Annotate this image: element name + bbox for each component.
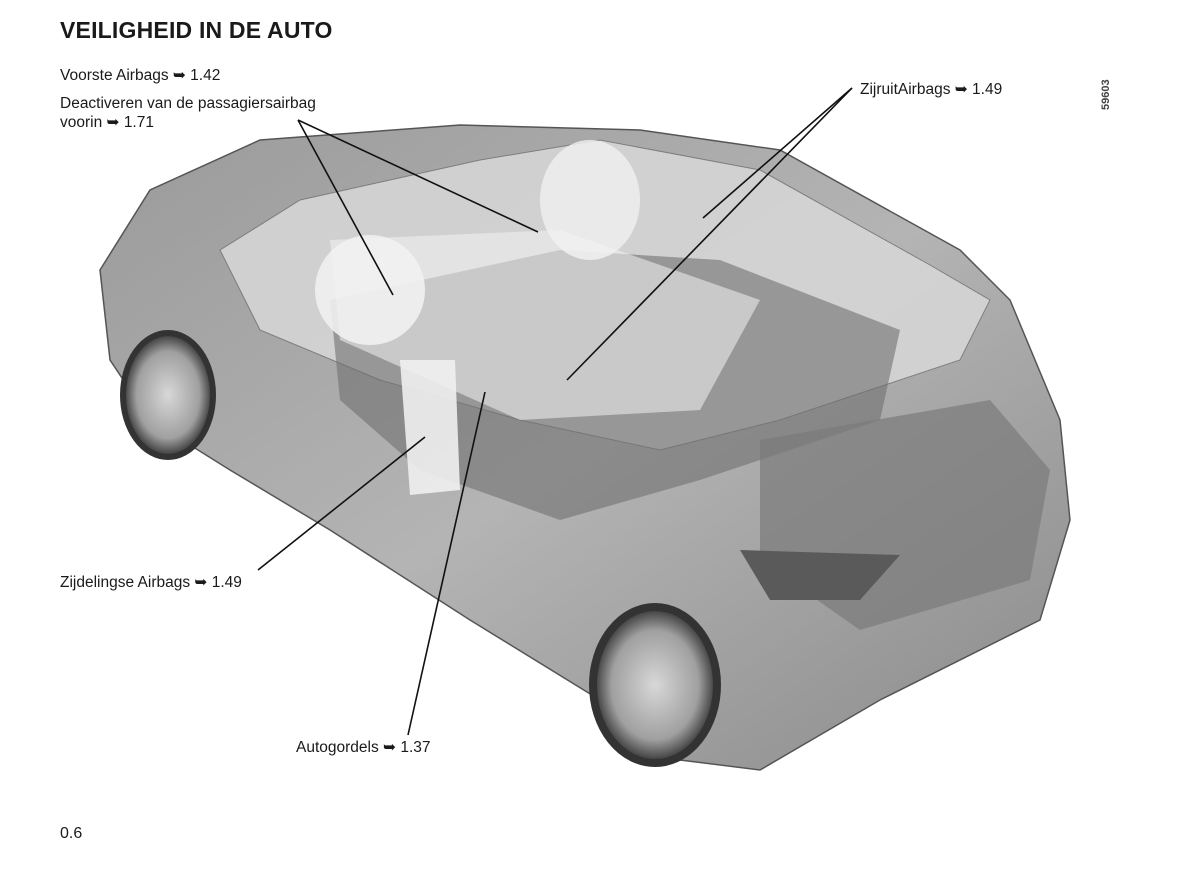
leader-lines <box>257 87 853 736</box>
tail-light <box>740 550 900 600</box>
deactivate-airbag-label-line2: voorin ➥ 1.71 <box>60 114 154 131</box>
page-title: VEILIGHEID IN DE AUTO <box>60 17 333 43</box>
front-airbags-label: Voorste Airbags ➥ 1.42 <box>60 67 221 84</box>
seat-belts-label: Autogordels ➥ 1.37 <box>296 739 431 756</box>
front-wheel <box>120 330 216 460</box>
side-airbag <box>400 360 460 495</box>
side-airbags-label: Zijdelingse Airbags ➥ 1.49 <box>60 574 242 591</box>
passenger-airbag <box>540 140 640 260</box>
curtain-airbags-label: ZijruitAirbags ➥ 1.49 <box>860 81 1003 98</box>
figure-id: 59603 <box>1100 79 1112 110</box>
deactivate-airbag-label-line1: Deactiveren van de passagiersairbag <box>60 95 316 112</box>
page-number: 0.6 <box>60 825 83 842</box>
rear-wheel <box>589 603 721 767</box>
